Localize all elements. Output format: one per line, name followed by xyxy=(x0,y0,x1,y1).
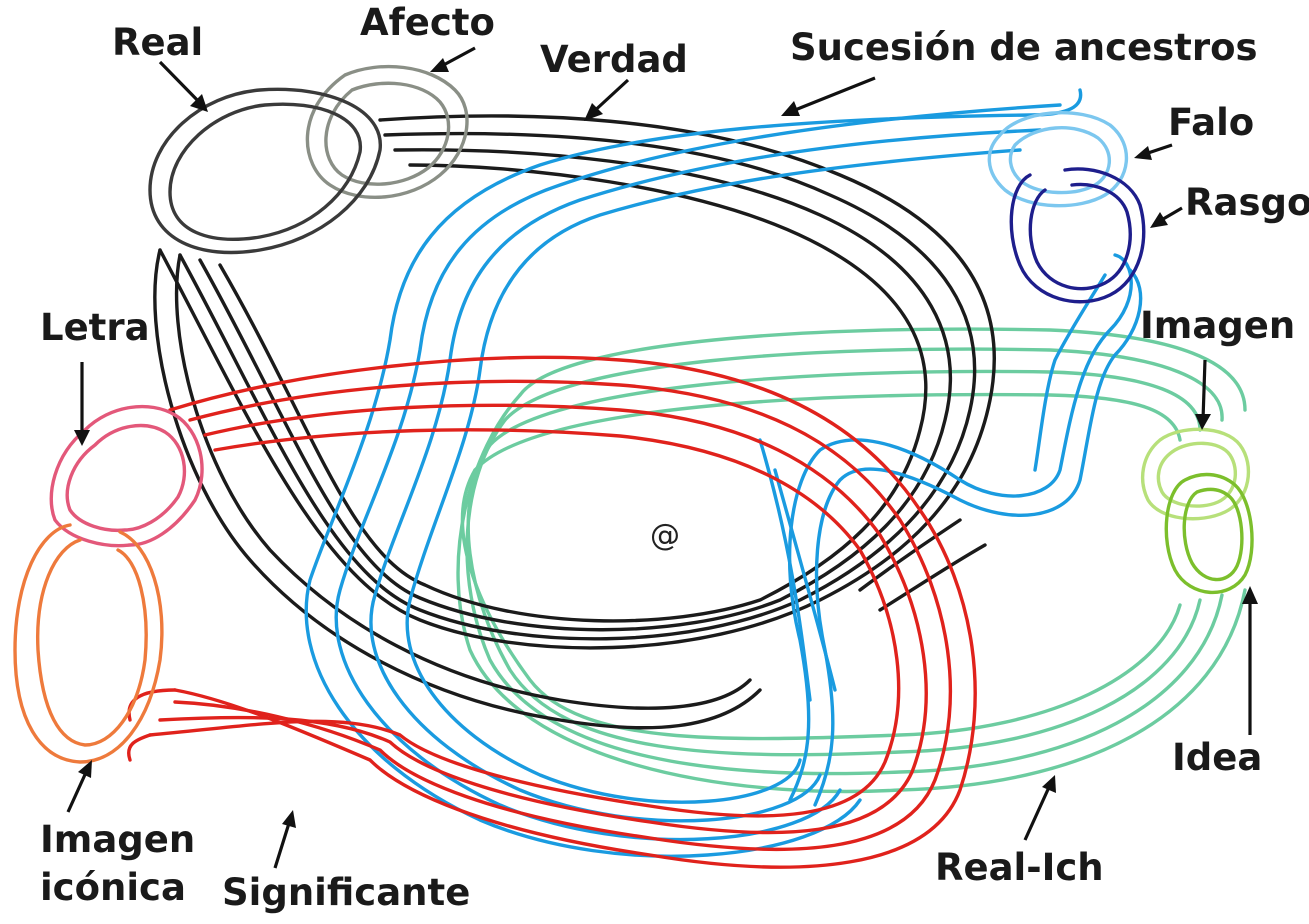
label-significante: Significante xyxy=(222,871,470,914)
arrow-verdad xyxy=(584,80,628,121)
label-real: Real xyxy=(112,21,203,64)
arrow-significante xyxy=(275,810,296,868)
arrow-afecto xyxy=(430,48,475,72)
sucesion-bundle xyxy=(306,90,1140,856)
arrow-real-ich xyxy=(1025,775,1056,840)
label-rasgo: Rasgo xyxy=(1185,181,1309,224)
label-sucesion: Sucesión de ancestros xyxy=(790,26,1258,69)
center-symbol: @ xyxy=(650,518,680,553)
arrow-idea xyxy=(1242,586,1258,735)
arrow-real xyxy=(160,62,208,112)
label-imagen: Imagen xyxy=(1140,304,1295,347)
label-verdad: Verdad xyxy=(540,38,688,81)
label-falo: Falo xyxy=(1168,101,1254,144)
label-imagen-iconica-line1: Imagen xyxy=(40,818,195,861)
real-ring xyxy=(150,89,380,252)
label-letra: Letra xyxy=(40,306,150,349)
label-imagen-iconica-line2: icónica xyxy=(40,866,186,909)
arrow-imagen-iconica xyxy=(68,760,92,812)
imagen-ring xyxy=(1143,429,1249,518)
arrow-falo xyxy=(1134,145,1172,160)
arrow-rasgo xyxy=(1150,208,1182,228)
arrow-letra xyxy=(74,362,90,446)
arrow-sucesion xyxy=(781,78,875,116)
label-afecto: Afecto xyxy=(360,1,495,44)
label-idea: Idea xyxy=(1172,736,1262,779)
idea-ring xyxy=(1166,475,1252,593)
imagen-iconica-ring xyxy=(15,525,162,762)
label-real-ich: Real-Ich xyxy=(935,846,1104,889)
